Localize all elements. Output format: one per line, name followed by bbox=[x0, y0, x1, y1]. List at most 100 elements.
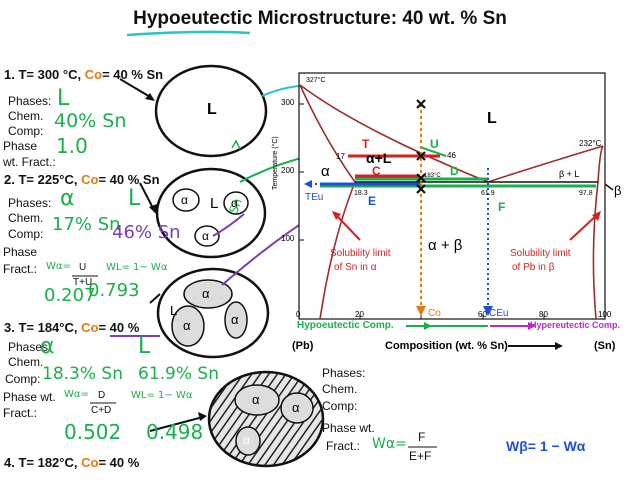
fract-label: Fract.: bbox=[326, 439, 361, 453]
title-underline bbox=[126, 30, 251, 37]
handwritten-value: 0.502 bbox=[64, 420, 122, 444]
page-title: Hypoeutectic Microstructure: 40 wt. % Sn bbox=[133, 8, 507, 29]
circle-label: α bbox=[292, 400, 300, 415]
value-label: 97.8 bbox=[579, 190, 593, 197]
chem-label: Chem. bbox=[8, 211, 44, 225]
formula-num: D bbox=[98, 390, 106, 401]
handwritten-value: L bbox=[138, 334, 151, 359]
alpha-grain bbox=[171, 305, 205, 347]
value-label: 17 bbox=[336, 152, 345, 161]
point-D: D bbox=[450, 164, 459, 178]
circle-label: α bbox=[231, 196, 238, 210]
region-beta: β bbox=[614, 183, 622, 198]
x-tick: 0 bbox=[296, 310, 301, 319]
circle-label: α bbox=[243, 433, 250, 447]
co-label: Co bbox=[428, 308, 441, 319]
fract-label: Fract.: bbox=[3, 406, 38, 420]
comp-label: Comp: bbox=[8, 124, 44, 138]
formula-num: F bbox=[418, 430, 426, 444]
x-axis-label: Composition (wt. % Sn) bbox=[385, 340, 508, 352]
value-label: 46 bbox=[447, 151, 456, 160]
alpha-grain bbox=[194, 225, 220, 247]
circle-label: α bbox=[202, 286, 210, 301]
comp-label: Comp: bbox=[8, 227, 44, 241]
alpha-grain bbox=[223, 191, 249, 215]
formula: Wα= bbox=[46, 261, 71, 272]
y-tick: 200 bbox=[281, 166, 295, 175]
formula-den: T+U bbox=[73, 277, 93, 288]
alpha-grain bbox=[183, 279, 233, 309]
y-axis-label: Temperature (°C) bbox=[272, 136, 279, 190]
region-alpha-L: α+L bbox=[366, 150, 392, 166]
circle-label: α bbox=[181, 193, 188, 207]
comp-label: Comp: bbox=[5, 372, 41, 386]
chem-label: Chem. bbox=[322, 382, 358, 396]
x-tick: 20 bbox=[355, 310, 364, 319]
x-tick: 60 bbox=[478, 310, 487, 319]
phase-label: Phase bbox=[3, 139, 38, 153]
sn-label: (Sn) bbox=[594, 340, 616, 352]
region-beta-L: β + L bbox=[559, 169, 580, 179]
circle-label: L bbox=[170, 303, 178, 318]
handwritten-value: 61.9% Sn bbox=[138, 364, 219, 384]
formula: Wα= bbox=[64, 389, 89, 400]
formula: WL= 1− Wα bbox=[131, 390, 193, 401]
alpha-grain bbox=[172, 188, 200, 212]
handwritten-value: 18.3% Sn bbox=[42, 364, 123, 384]
solubility-alpha-2: of Sn in α bbox=[334, 262, 377, 273]
chem-label: Chem. bbox=[8, 109, 44, 123]
circle-label: L bbox=[210, 195, 219, 212]
handwritten-value: α bbox=[60, 186, 75, 211]
wt-fract-label: wt. Fract.: bbox=[3, 155, 56, 169]
handwritten-value: 0.498 bbox=[146, 420, 204, 444]
hypoeutectic-label: Hypoeutectic Comp. bbox=[297, 320, 394, 331]
handwritten-value: 1.0 bbox=[56, 134, 88, 158]
phase-wt-label: Phase wt. bbox=[3, 390, 56, 404]
alpha-grain bbox=[224, 301, 248, 339]
x-tick: 100 bbox=[598, 310, 612, 319]
phase-label: Phase bbox=[3, 245, 38, 259]
phases-label: Phases: bbox=[8, 94, 52, 108]
point-T: T bbox=[362, 137, 370, 151]
ceu-label: CEu bbox=[489, 308, 509, 319]
point-U: U bbox=[430, 137, 439, 151]
handwritten-value: 0.207 bbox=[44, 285, 96, 306]
hypereutectic-label: Hypereutectic Comp. bbox=[530, 320, 621, 330]
point-C: C bbox=[372, 164, 381, 178]
fract-label: Fract.: bbox=[3, 262, 38, 276]
circle-liquid bbox=[154, 64, 268, 158]
step-4-heading: 4. T= 182°C, Co= 40 % bbox=[4, 455, 140, 470]
handwritten-value: α bbox=[40, 334, 55, 359]
phase-wt-label: Phase wt. bbox=[322, 421, 375, 435]
y-tick: 300 bbox=[281, 98, 295, 107]
handwritten-value: 17% Sn bbox=[52, 214, 121, 235]
phases-label: Phases: bbox=[8, 196, 52, 210]
point-F: F bbox=[498, 200, 506, 214]
handwritten-value: 0.793 bbox=[88, 280, 140, 301]
step-1-heading: 1. T= 300 °C, Co= 40 % Sn bbox=[4, 67, 164, 82]
solubility-beta: Solubility limit bbox=[510, 248, 571, 259]
step-3-heading: 3. T= 184°C, Co= 40 % bbox=[4, 320, 140, 335]
y-tick: 100 bbox=[281, 234, 295, 243]
handwritten-value: 40% Sn bbox=[54, 110, 127, 132]
handwritten-value: L bbox=[57, 86, 70, 111]
circle-label: α bbox=[231, 312, 239, 327]
circle-label: α bbox=[252, 392, 260, 407]
formula: WL= 1− Wα bbox=[106, 262, 168, 273]
teu-label: TEu bbox=[305, 192, 324, 203]
chem-label: Chem. bbox=[8, 355, 44, 369]
step-2-heading: 2. T= 225°C, Co= 40 % Sn bbox=[4, 172, 160, 187]
point-E: E bbox=[368, 194, 377, 208]
temp-label: 232°C bbox=[579, 139, 602, 148]
solubility-beta-2: of Pb in β bbox=[512, 262, 555, 273]
circle-label: α bbox=[202, 229, 209, 243]
circle-label: α bbox=[183, 318, 191, 333]
value-label: 61.9 bbox=[481, 190, 495, 197]
formula-num: U bbox=[79, 262, 87, 273]
x-tick: 80 bbox=[539, 310, 548, 319]
solubility-alpha: Solubility limit bbox=[330, 248, 391, 259]
circle-label: L bbox=[207, 101, 217, 118]
formula-den: E+F bbox=[409, 449, 432, 463]
handwritten-value: 46% Sn bbox=[112, 222, 181, 243]
